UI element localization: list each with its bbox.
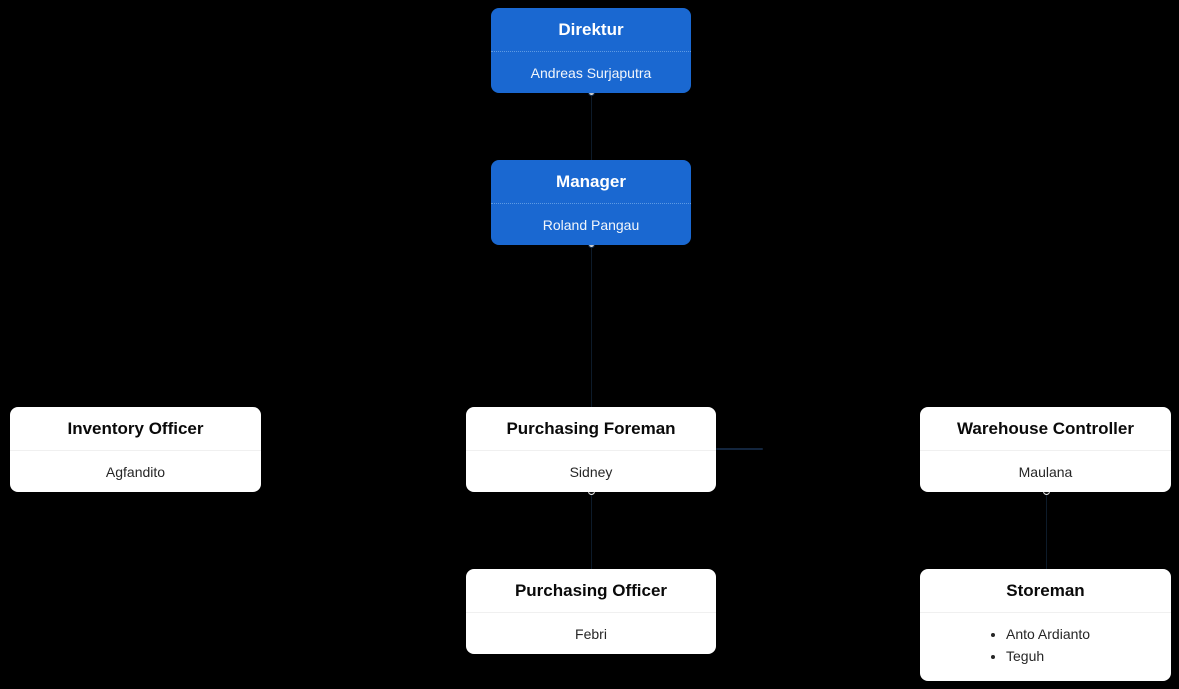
connector-foreman-right-stub	[716, 448, 763, 450]
org-node-title: Manager	[491, 160, 691, 204]
list-item: Anto Ardianto	[1006, 623, 1161, 645]
connector-manager-trunk	[591, 248, 592, 407]
org-node-person: Roland Pangau	[542, 217, 640, 233]
org-node-title: Purchasing Officer	[466, 569, 716, 613]
org-node-purchasing-foreman[interactable]: Purchasing Foreman Sidney	[466, 407, 716, 492]
org-node-title: Purchasing Foreman	[466, 407, 716, 451]
org-node-purchasing-officer[interactable]: Purchasing Officer Febri	[466, 569, 716, 654]
org-node-inventory-officer[interactable]: Inventory Officer Agfandito	[10, 407, 261, 492]
name-list: Anto ArdiantoTeguh	[920, 623, 1161, 667]
connector-controller-to-storeman	[1046, 495, 1047, 569]
list-item: Teguh	[1006, 645, 1161, 667]
org-node-title: Direktur	[491, 8, 691, 52]
connector-foreman-to-officer	[591, 495, 592, 569]
org-node-person: Sidney	[569, 464, 613, 480]
org-node-direktur[interactable]: Direktur Andreas Surjaputra	[491, 8, 691, 93]
org-node-storeman[interactable]: Storeman Anto ArdiantoTeguh	[920, 569, 1171, 681]
org-node-manager[interactable]: Manager Roland Pangau	[491, 160, 691, 245]
org-node-person-list: Anto ArdiantoTeguh	[920, 613, 1171, 679]
org-node-title: Warehouse Controller	[920, 407, 1171, 451]
org-node-person: Maulana	[1018, 464, 1073, 480]
org-node-title: Storeman	[920, 569, 1171, 613]
org-node-warehouse-controller[interactable]: Warehouse Controller Maulana	[920, 407, 1171, 492]
org-node-person: Andreas Surjaputra	[530, 65, 652, 81]
org-node-person: Febri	[575, 626, 607, 642]
org-node-title: Inventory Officer	[10, 407, 261, 451]
org-node-person: Agfandito	[105, 464, 166, 480]
connector-direktur-to-manager	[591, 96, 592, 160]
